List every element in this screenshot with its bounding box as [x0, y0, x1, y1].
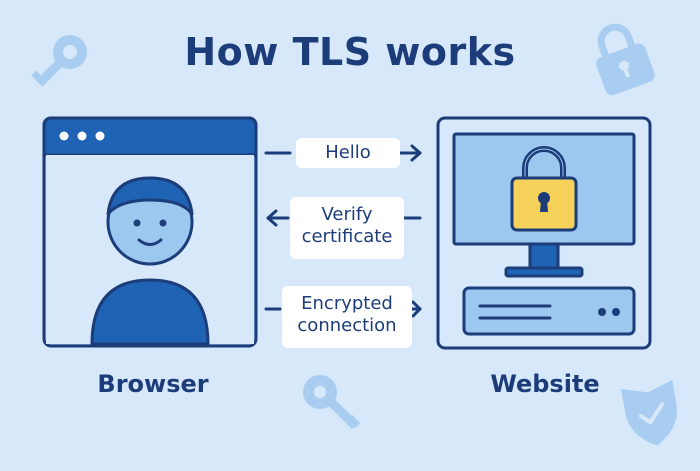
message-hello: Hello	[296, 138, 400, 168]
website-label: Website	[490, 370, 600, 398]
padlock-icon	[596, 23, 655, 96]
arrow-encrypted	[264, 300, 422, 318]
window-dot	[95, 131, 105, 141]
arrow-verify	[266, 209, 422, 227]
browser-window	[42, 116, 258, 348]
message-label: Verify	[321, 204, 373, 225]
window-dot	[77, 131, 87, 141]
browser-label: Browser	[97, 370, 209, 398]
user-avatar-icon	[90, 176, 210, 346]
website-computer	[436, 116, 652, 350]
message-label: certificate	[301, 226, 393, 247]
page-title: How TLS works	[184, 30, 516, 74]
key-icon	[303, 375, 361, 429]
message-encrypted-connection: Encrypted connection	[282, 286, 412, 348]
message-label: Encrypted	[301, 293, 393, 314]
message-label: connection	[297, 315, 397, 336]
padlock-icon	[510, 146, 578, 232]
key-icon	[31, 35, 87, 87]
message-verify-certificate: Verify certificate	[290, 197, 404, 259]
server-box	[462, 286, 636, 336]
message-label: Hello	[325, 142, 371, 163]
window-dot	[59, 131, 69, 141]
shield-check-icon	[621, 379, 678, 446]
monitor-stand	[528, 242, 560, 272]
